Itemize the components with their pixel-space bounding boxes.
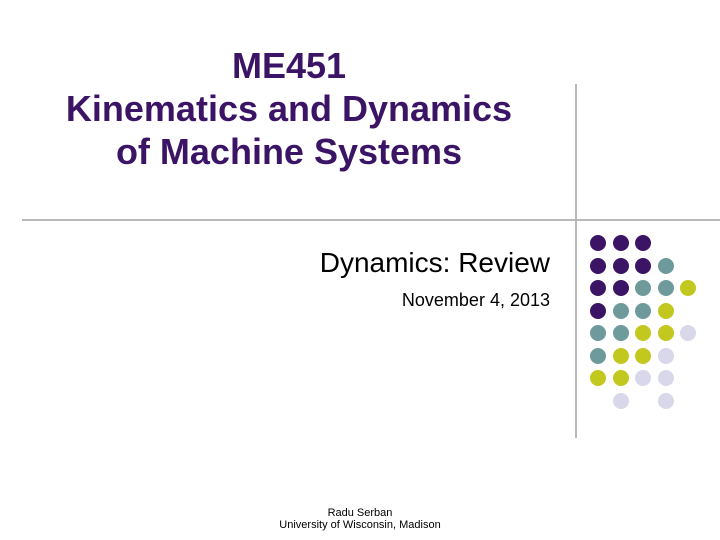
decorative-dot [612, 257, 629, 274]
title-line-1: ME451 [231, 45, 347, 86]
decorative-dot [680, 280, 696, 296]
decorative-dot [612, 280, 629, 296]
decorative-dot [635, 370, 651, 386]
slide-title: ME451 Kinematics and Dynamics of Machine… [20, 44, 558, 173]
title-line-2: Kinematics and Dynamics [65, 88, 513, 129]
decorative-dot [590, 280, 606, 296]
decorative-dot [657, 302, 674, 319]
decorative-dot [590, 302, 606, 319]
decorative-dot [612, 392, 629, 409]
author-affiliation: University of Wisconsin, Madison [279, 519, 441, 531]
decorative-dot [612, 325, 629, 341]
decorative-dot [635, 235, 651, 251]
decorative-dot [635, 257, 651, 274]
decorative-dot [590, 370, 606, 386]
author-name: Radu Serban [327, 507, 393, 519]
decorative-dot [612, 370, 629, 386]
horizontal-divider [22, 219, 720, 221]
decorative-dot [657, 370, 674, 386]
decorative-dot [590, 235, 606, 251]
decorative-dot [590, 257, 606, 274]
vertical-divider [575, 84, 577, 438]
decorative-dot [590, 347, 606, 364]
decorative-dot [657, 325, 674, 341]
slide-footer: Radu Serban University of Wisconsin, Mad… [235, 507, 485, 531]
slide-date: November 4, 2013 [401, 290, 550, 310]
decorative-dot [657, 257, 674, 274]
decorative-dot [635, 325, 651, 341]
title-line-3: of Machine Systems [115, 131, 463, 172]
decorative-dot [612, 347, 629, 364]
decorative-dot [635, 302, 651, 319]
decorative-dot [612, 302, 629, 319]
decorative-dot [657, 392, 674, 409]
decorative-dot [657, 280, 674, 296]
decorative-dot [635, 347, 651, 364]
decorative-dot [635, 280, 651, 296]
slide-subtitle: Dynamics: Review [319, 247, 550, 278]
decorative-dot [680, 325, 696, 341]
decorative-dot [612, 235, 629, 251]
decorative-dot [590, 325, 606, 341]
decorative-dot [657, 347, 674, 364]
